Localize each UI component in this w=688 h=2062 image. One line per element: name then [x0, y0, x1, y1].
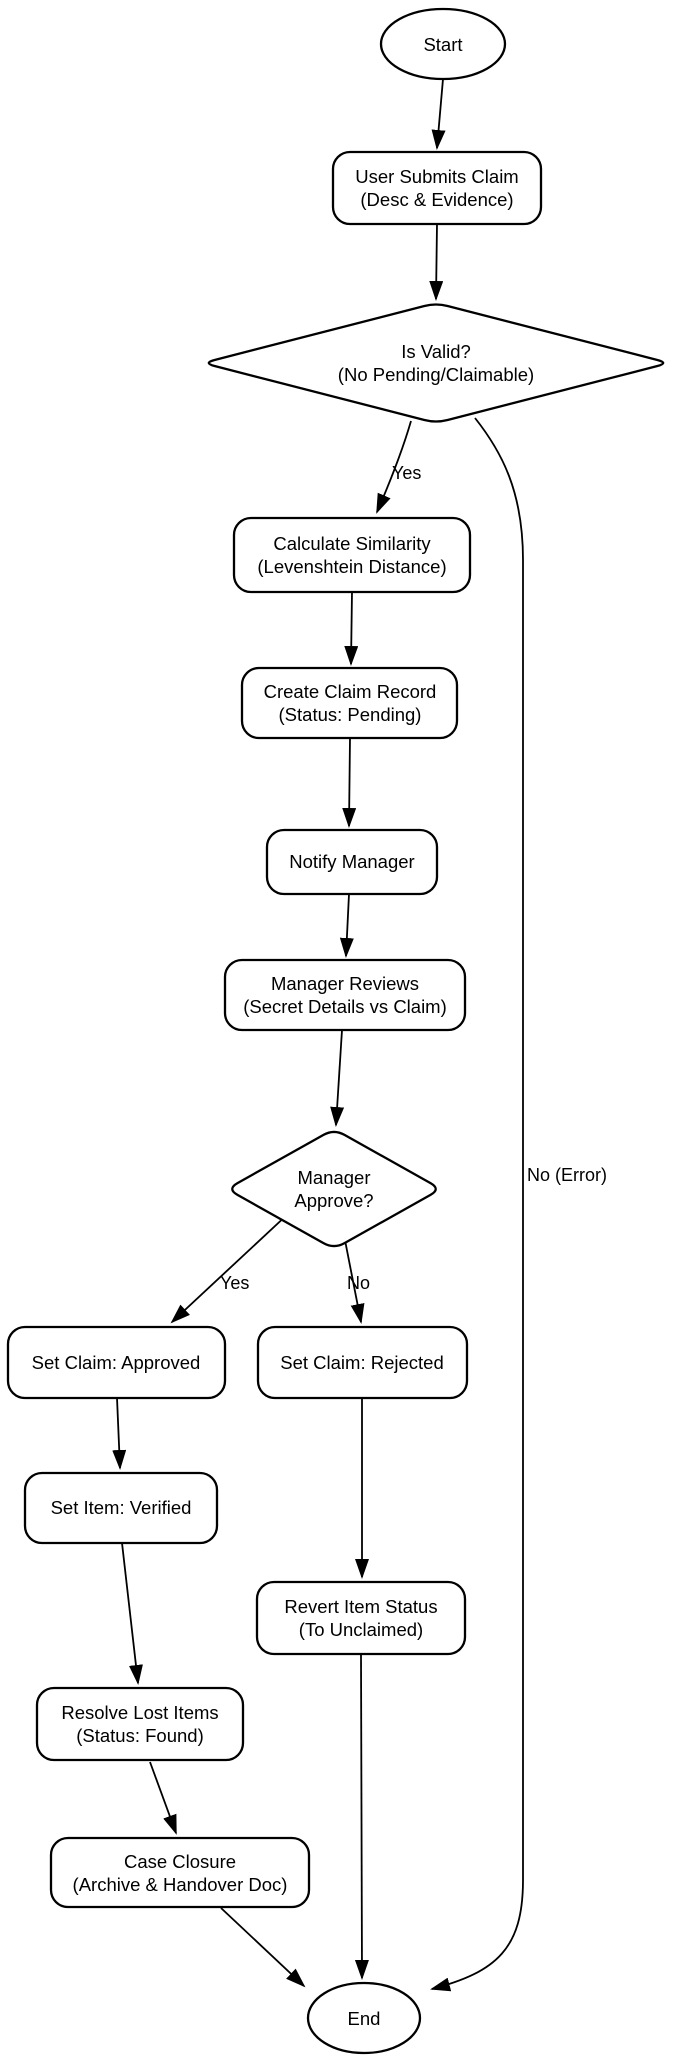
edge-labels: Yes No (Error) Yes No [220, 463, 607, 1293]
edge-revert-to-end [354, 1653, 369, 1980]
node-start: Start [379, 7, 507, 81]
node-create-claim-record: Create Claim Record (Status: Pending) [240, 666, 459, 740]
edge-resolve-to-closure [149, 1761, 177, 1835]
node-calculate-similarity: Calculate Similarity (Levenshtein Distan… [232, 516, 472, 594]
label-is-valid-yes: Yes [392, 463, 421, 483]
edge-verified-to-resolve [121, 1542, 143, 1685]
edge-calculate-to-create [344, 591, 359, 666]
edges [112, 78, 524, 1992]
node-is-valid-decision: Is Valid? (No Pending/Claimable) [207, 303, 665, 423]
calculate-similarity-line1: Calculate Similarity [273, 533, 431, 554]
notify-manager-rect [265, 828, 439, 896]
is-valid-diamond [207, 303, 665, 423]
revert-item-status-line2: (To Unclaimed) [299, 1619, 423, 1640]
manager-approve-line1: Manager [297, 1167, 370, 1188]
edge-reviews-to-approve [330, 1029, 345, 1127]
edge-approved-to-verified [112, 1397, 127, 1470]
resolve-lost-items-rect [35, 1686, 245, 1762]
label-approve-no: No [347, 1273, 370, 1293]
set-claim-approved-rect [6, 1325, 227, 1400]
node-set-item-verified: Set Item: Verified [23, 1471, 219, 1545]
node-set-claim-rejected: Set Claim: Rejected [256, 1325, 469, 1400]
edge-user-submits-to-is-valid [429, 223, 444, 301]
resolve-lost-items-line1: Resolve Lost Items [61, 1702, 218, 1723]
node-resolve-lost-items: Resolve Lost Items (Status: Found) [35, 1686, 245, 1762]
edge-approve-yes [170, 1212, 290, 1324]
edge-closure-to-end [220, 1907, 306, 1988]
resolve-lost-items-line2: (Status: Found) [76, 1725, 204, 1746]
node-revert-item-status: Revert Item Status (To Unclaimed) [255, 1580, 467, 1656]
manager-reviews-rect [223, 958, 467, 1032]
end-ellipse [306, 1981, 422, 2055]
edge-start-to-user-submits [431, 78, 446, 150]
edge-notify-to-reviews [339, 893, 354, 958]
edge-is-valid-no-error [430, 417, 524, 1992]
node-set-claim-approved: Set Claim: Approved [6, 1325, 227, 1400]
set-claim-approved-label: Set Claim: Approved [32, 1352, 201, 1373]
set-claim-rejected-rect [256, 1325, 469, 1400]
end-label: End [348, 2008, 381, 2029]
notify-manager-label: Notify Manager [289, 851, 414, 872]
manager-reviews-line1: Manager Reviews [271, 973, 419, 994]
case-closure-line2: (Archive & Handover Doc) [73, 1874, 288, 1895]
set-claim-rejected-label: Set Claim: Rejected [280, 1352, 443, 1373]
case-closure-line1: Case Closure [124, 1851, 236, 1872]
edge-approve-no [342, 1229, 365, 1324]
start-ellipse [379, 7, 507, 81]
set-item-verified-rect [23, 1471, 219, 1545]
edge-is-valid-yes [376, 420, 412, 514]
calculate-similarity-rect [232, 516, 472, 594]
start-label: Start [423, 34, 462, 55]
node-end: End [306, 1981, 422, 2055]
revert-item-status-rect [255, 1580, 467, 1656]
edge-create-to-notify [342, 737, 357, 828]
create-claim-rect [240, 666, 459, 740]
case-closure-rect [49, 1836, 311, 1909]
node-notify-manager: Notify Manager [265, 828, 439, 896]
node-case-closure: Case Closure (Archive & Handover Doc) [49, 1836, 311, 1909]
label-approve-yes: Yes [220, 1273, 249, 1293]
manager-approve-diamond [231, 1130, 437, 1248]
node-manager-approve-decision: Manager Approve? [231, 1130, 437, 1248]
create-claim-line2: (Status: Pending) [279, 704, 422, 725]
label-is-valid-no-error: No (Error) [527, 1165, 607, 1185]
node-manager-reviews: Manager Reviews (Secret Details vs Claim… [223, 958, 467, 1032]
revert-item-status-line1: Revert Item Status [284, 1596, 437, 1617]
create-claim-line1: Create Claim Record [264, 681, 437, 702]
user-submits-line1: User Submits Claim [355, 166, 518, 187]
set-item-verified-label: Set Item: Verified [51, 1497, 192, 1518]
node-user-submits-claim: User Submits Claim (Desc & Evidence) [331, 150, 543, 226]
is-valid-line2: (No Pending/Claimable) [338, 364, 534, 385]
user-submits-rect [331, 150, 543, 226]
is-valid-line1: Is Valid? [401, 341, 471, 362]
calculate-similarity-line2: (Levenshtein Distance) [257, 556, 446, 577]
manager-reviews-line2: (Secret Details vs Claim) [243, 996, 447, 1017]
manager-approve-line2: Approve? [294, 1190, 373, 1211]
user-submits-line2: (Desc & Evidence) [360, 189, 513, 210]
